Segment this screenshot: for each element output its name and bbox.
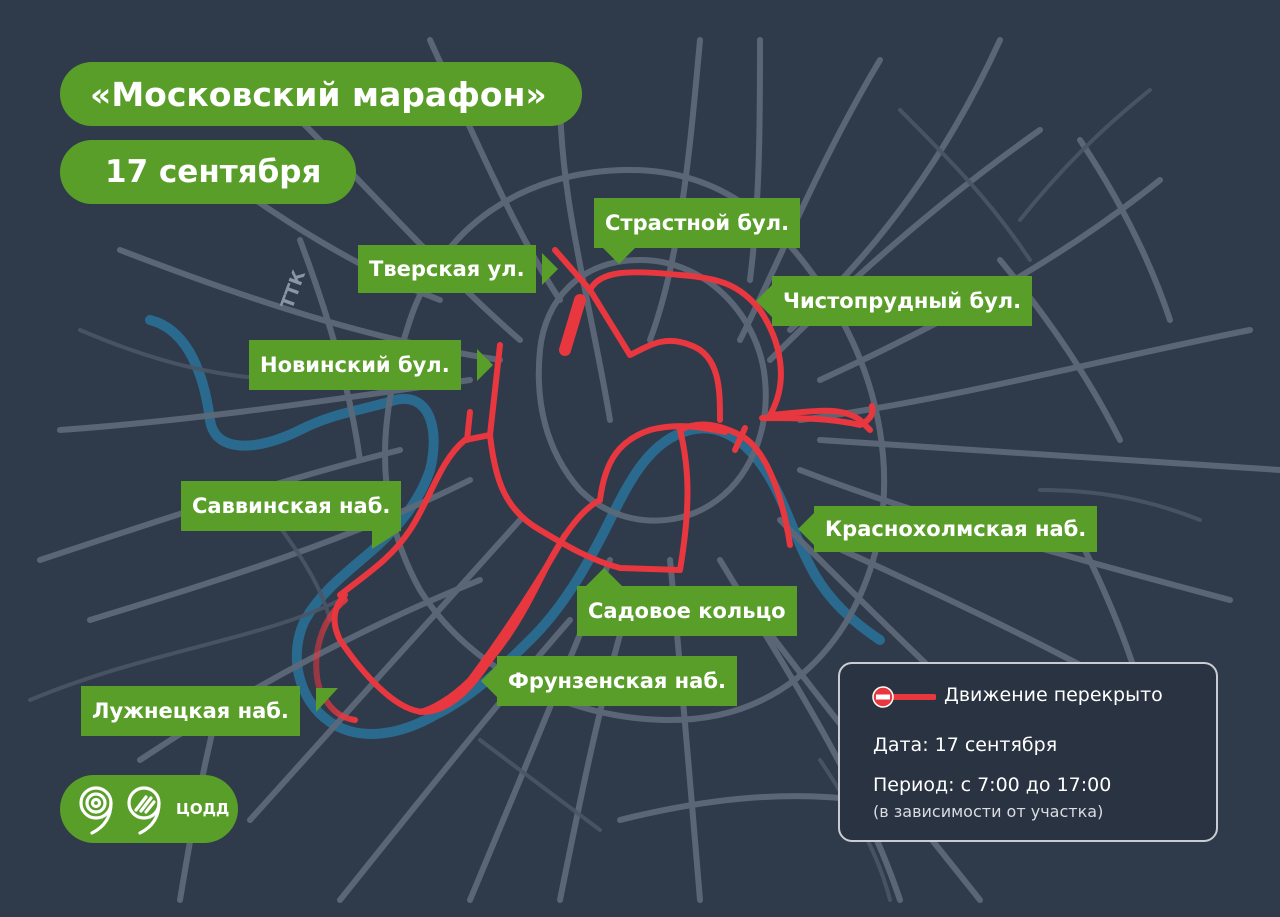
label-pointer bbox=[542, 253, 558, 285]
label-savvinskaya: Саввинская наб. bbox=[181, 481, 402, 531]
road-network bbox=[37, 37, 1280, 903]
codd-logo: ЦОДД bbox=[60, 775, 238, 843]
closed-route bbox=[313, 247, 876, 723]
codd-logo-text: ЦОДД bbox=[176, 800, 230, 818]
river-moskva bbox=[145, 315, 885, 739]
label-pointer bbox=[756, 285, 772, 317]
label-pointer bbox=[586, 568, 622, 586]
label-luzhnetskaya: Лужнецкая наб. bbox=[81, 686, 300, 736]
label-pointer bbox=[603, 248, 635, 264]
event-date-banner: 17 сентября bbox=[60, 140, 356, 204]
label-tverskaya: Тверская ул. bbox=[358, 245, 536, 293]
legend-panel: Движение перекрыто Дата: 17 сентября Пер… bbox=[838, 662, 1218, 842]
label-novinsky: Новинский бул. bbox=[249, 340, 461, 390]
road-closed-icon bbox=[872, 686, 936, 708]
label-pointer bbox=[798, 513, 814, 545]
label-sadovoe: Садовое кольцо bbox=[577, 586, 797, 636]
label-pointer bbox=[481, 665, 497, 697]
legend-date: Дата: 17 сентября bbox=[873, 734, 1058, 756]
legend-period-note: (в зависимости от участка) bbox=[873, 802, 1104, 821]
label-krasnokholmskaya: Краснохолмская наб. bbox=[814, 506, 1098, 552]
label-strastnoy: Страстной бул. bbox=[594, 198, 801, 248]
label-pointer bbox=[316, 688, 338, 712]
legend-closed-label: Движение перекрыто bbox=[944, 684, 1163, 706]
label-frunzenskaya: Фрунзенская наб. bbox=[497, 656, 737, 706]
codd-logo-icon bbox=[79, 786, 161, 835]
label-pointer bbox=[372, 531, 400, 549]
label-chistoprudny: Чистопрудный бул. bbox=[772, 276, 1033, 326]
ttk-road-label: ТТК bbox=[277, 267, 310, 311]
legend-period: Период: с 7:00 до 17:00 bbox=[873, 774, 1112, 796]
event-title: «Московский марафон» bbox=[60, 62, 582, 126]
label-pointer bbox=[477, 349, 493, 381]
